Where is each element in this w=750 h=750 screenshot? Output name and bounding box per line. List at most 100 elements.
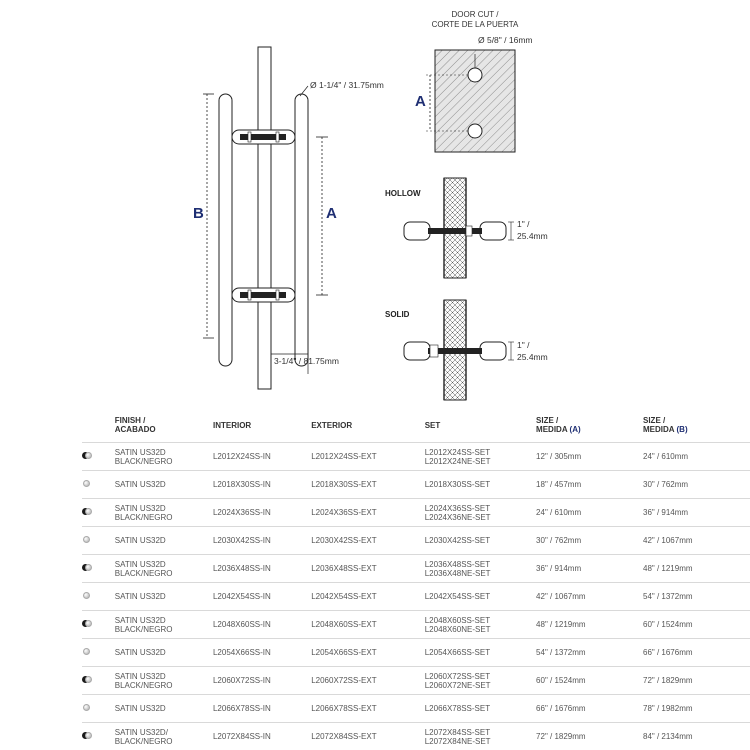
hollow-label: HOLLOW (385, 189, 421, 198)
solid-section: SOLID 1" / 25.4mm (385, 299, 548, 401)
header-size-b: SIZE /MEDIDA (B) (643, 416, 688, 434)
exterior-cell: L2060X72SS-EXT (311, 666, 425, 695)
set-cell: L2066X78SS-SET (424, 694, 537, 723)
size-a-cell: 18" / 457mm (536, 470, 643, 499)
size-b-cell: 48" / 1219mm (643, 554, 750, 583)
finish-cell: SATIN US32D (114, 470, 213, 499)
finish-swatch-icon (82, 564, 92, 571)
finish-swatch-cell (82, 610, 115, 639)
finish-swatch-cell (82, 722, 115, 750)
exterior-cell: L2048X60SS-EXT (311, 610, 425, 639)
set-cell: L2042X54SS-SET (424, 582, 537, 611)
finish-swatch-cell (82, 694, 115, 723)
set-cell: L2048X60SS-SET L2048X60NE-SET (424, 610, 537, 639)
set-cell: L2036X48SS-SET L2036X48NE-SET (424, 554, 537, 583)
solid-thickness-mm: 25.4mm (517, 352, 548, 362)
finish-cell: SATIN US32D/ BLACK/NEGRO (114, 722, 213, 750)
door-cut-title: DOOR CUT / (452, 10, 500, 19)
finish-cell: SATIN US32D (114, 526, 213, 555)
technical-drawing: B A Ø 1-1/4" / 31.75mm 3-1/4" / 81.75mm … (193, 10, 548, 401)
handle-front-view: B A Ø 1-1/4" / 31.75mm 3-1/4" / 81.75mm (193, 46, 384, 390)
set-cell: L2030X42SS-SET (424, 526, 537, 555)
header-size-a: SIZE /MEDIDA (A) (536, 416, 581, 434)
finish-cell: SATIN US32D BLACK/NEGRO (114, 498, 213, 527)
finish-cell: SATIN US32D BLACK/NEGRO (114, 442, 213, 471)
interior-cell: L2066X78SS-IN (212, 694, 312, 723)
finish-cell: SATIN US32D BLACK/NEGRO (114, 554, 213, 583)
interior-cell: L2024X36SS-IN (212, 498, 312, 527)
exterior-cell: L2012X24SS-EXT (311, 442, 425, 471)
size-b-cell: 42" / 1067mm (643, 526, 750, 555)
exterior-cell: L2024X36SS-EXT (311, 498, 425, 527)
size-a-cell: 60" / 1524mm (536, 666, 643, 695)
interior-cell: L2018X30SS-IN (212, 470, 312, 499)
hollow-section: HOLLOW 1" / 25.4mm (385, 177, 548, 279)
size-a-cell: 24" / 610mm (536, 498, 643, 527)
right-handle-bar (294, 93, 309, 367)
finish-swatch-icon (82, 704, 92, 711)
finish-cell: SATIN US32D (114, 638, 213, 667)
finish-swatch-cell (82, 442, 115, 471)
finish-cell: SATIN US32D BLACK/NEGRO (114, 610, 213, 639)
finish-cell: SATIN US32D (114, 694, 213, 723)
size-a-cell: 36" / 914mm (536, 554, 643, 583)
interior-cell: L2030X42SS-IN (212, 526, 312, 555)
exterior-cell: L2072X84SS-EXT (311, 722, 425, 750)
upper-hole (467, 67, 483, 83)
finish-swatch-cell (82, 470, 115, 499)
size-a-cell: 12" / 305mm (536, 442, 643, 471)
finish-swatch-icon (82, 648, 92, 655)
finish-swatch-cell (82, 554, 115, 583)
size-b-cell: 60" / 1524mm (643, 610, 750, 639)
tube-diameter-label: Ø 1-1/4" / 31.75mm (310, 80, 384, 90)
interior-cell: L2072X84SS-IN (212, 722, 312, 750)
finish-swatch-cell (82, 666, 115, 695)
size-b-cell: 66" / 1676mm (643, 638, 750, 667)
finish-swatch-cell (82, 526, 115, 555)
hollow-thickness-mm: 25.4mm (517, 231, 548, 241)
size-a-cell: 42" / 1067mm (536, 582, 643, 611)
projection-label: 3-1/4" / 81.75mm (274, 356, 339, 366)
dimension-a-label: A (326, 205, 337, 222)
size-a-cell: 48" / 1219mm (536, 610, 643, 639)
door-edge (257, 46, 272, 390)
finish-swatch-icon (82, 452, 92, 459)
finish-swatch-icon (82, 508, 92, 515)
finish-swatch-cell (82, 498, 115, 527)
exterior-cell: L2036X48SS-EXT (311, 554, 425, 583)
exterior-cell: L2066X78SS-EXT (311, 694, 425, 723)
solid-label: SOLID (385, 310, 410, 319)
interior-cell: L2048X60SS-IN (212, 610, 312, 639)
size-b-cell: 72" / 1829mm (643, 666, 750, 695)
size-b-cell: 78" / 1982mm (643, 694, 750, 723)
door-cut-view: DOOR CUT / CORTE DE LA PUERTA Ø 5/8" / 1… (415, 10, 533, 153)
set-cell: L2072X84SS-SET L2072X84NE-SET (424, 722, 537, 750)
size-a-cell: 66" / 1676mm (536, 694, 643, 723)
interior-cell: L2012X24SS-IN (212, 442, 312, 471)
interior-cell: L2036X48SS-IN (212, 554, 312, 583)
interior-cell: L2054X66SS-IN (212, 638, 312, 667)
door-dimension-a-label: A (415, 93, 426, 110)
set-cell: L2018X30SS-SET (424, 470, 537, 499)
header-exterior: EXTERIOR (311, 420, 353, 430)
table-header: FINISH /ACABADO INTERIOR EXTERIOR SET SI… (82, 408, 750, 443)
interior-cell: L2042X54SS-IN (212, 582, 312, 611)
size-b-cell: 54" / 1372mm (643, 582, 750, 611)
interior-cell: L2060X72SS-IN (212, 666, 312, 695)
finish-swatch-cell (82, 638, 115, 667)
hollow-thickness-label: 1" / (517, 219, 530, 229)
header-finish: FINISH /ACABADO (114, 416, 156, 434)
exterior-cell: L2054X66SS-EXT (311, 638, 425, 667)
finish-swatch-icon (82, 592, 92, 599)
size-b-cell: 84" / 2134mm (643, 722, 750, 750)
